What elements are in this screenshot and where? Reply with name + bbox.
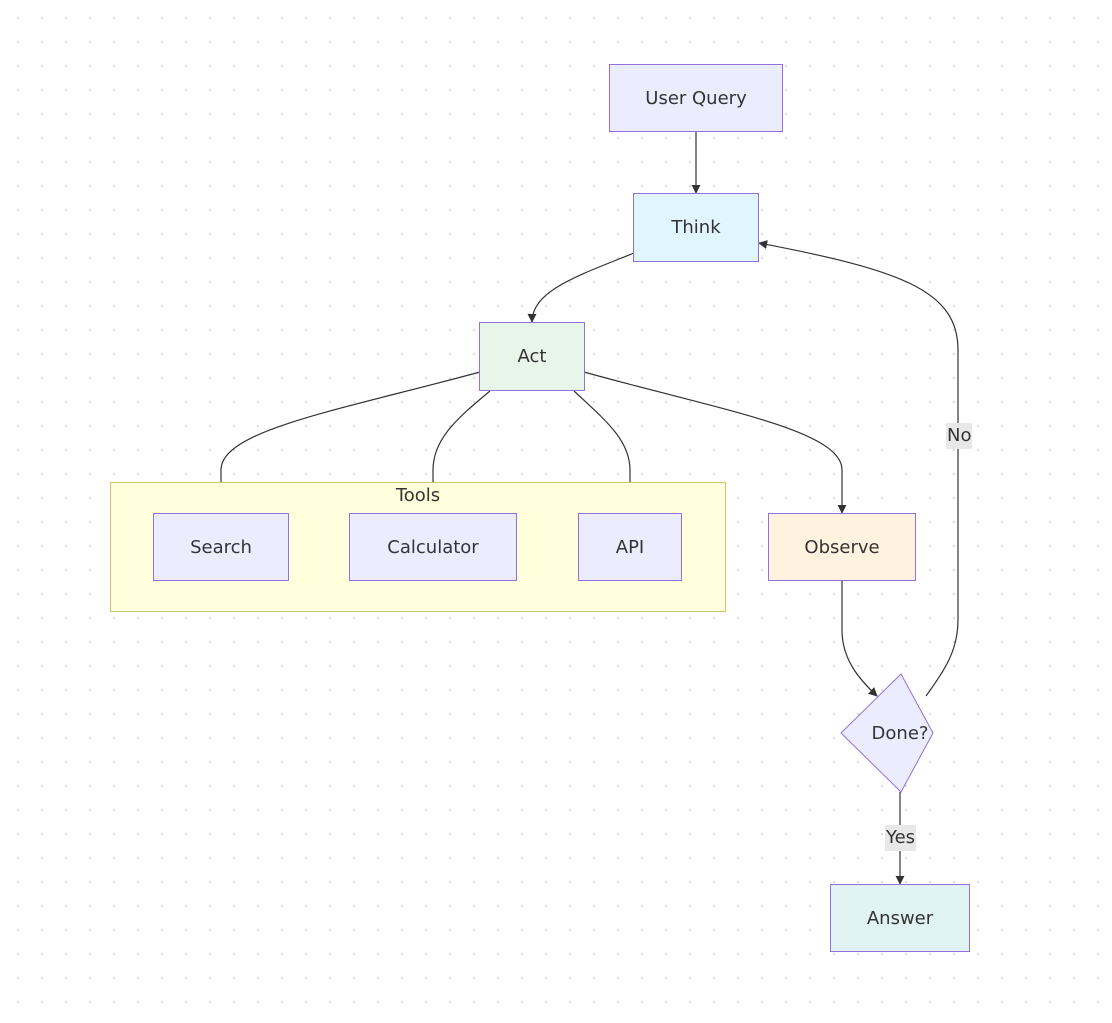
edge-act-to-observe xyxy=(583,371,847,514)
edge-act-to-api xyxy=(573,390,635,514)
node-think[interactable]: Think xyxy=(633,193,759,262)
edge-label-yes: Yes xyxy=(885,825,917,851)
node-act[interactable]: Act xyxy=(479,322,585,391)
node-done-diamond[interactable] xyxy=(840,673,960,793)
node-search[interactable]: Search xyxy=(153,513,289,581)
node-answer[interactable]: Answer xyxy=(830,884,970,952)
node-observe[interactable]: Observe xyxy=(768,513,916,581)
node-calculator[interactable]: Calculator xyxy=(349,513,517,581)
edge-act-to-search xyxy=(216,371,481,514)
edge-label-no: No xyxy=(946,423,973,449)
node-done-label: Done? xyxy=(871,722,929,744)
edge-observe-to-done xyxy=(841,581,878,697)
edge-act-to-calculator xyxy=(428,390,491,514)
tools-cluster-label: Tools xyxy=(395,485,441,506)
node-user-query[interactable]: User Query xyxy=(609,64,783,132)
node-api[interactable]: API xyxy=(578,513,682,581)
edge-done-to-think xyxy=(758,240,959,697)
edge-think-to-act xyxy=(527,252,635,323)
